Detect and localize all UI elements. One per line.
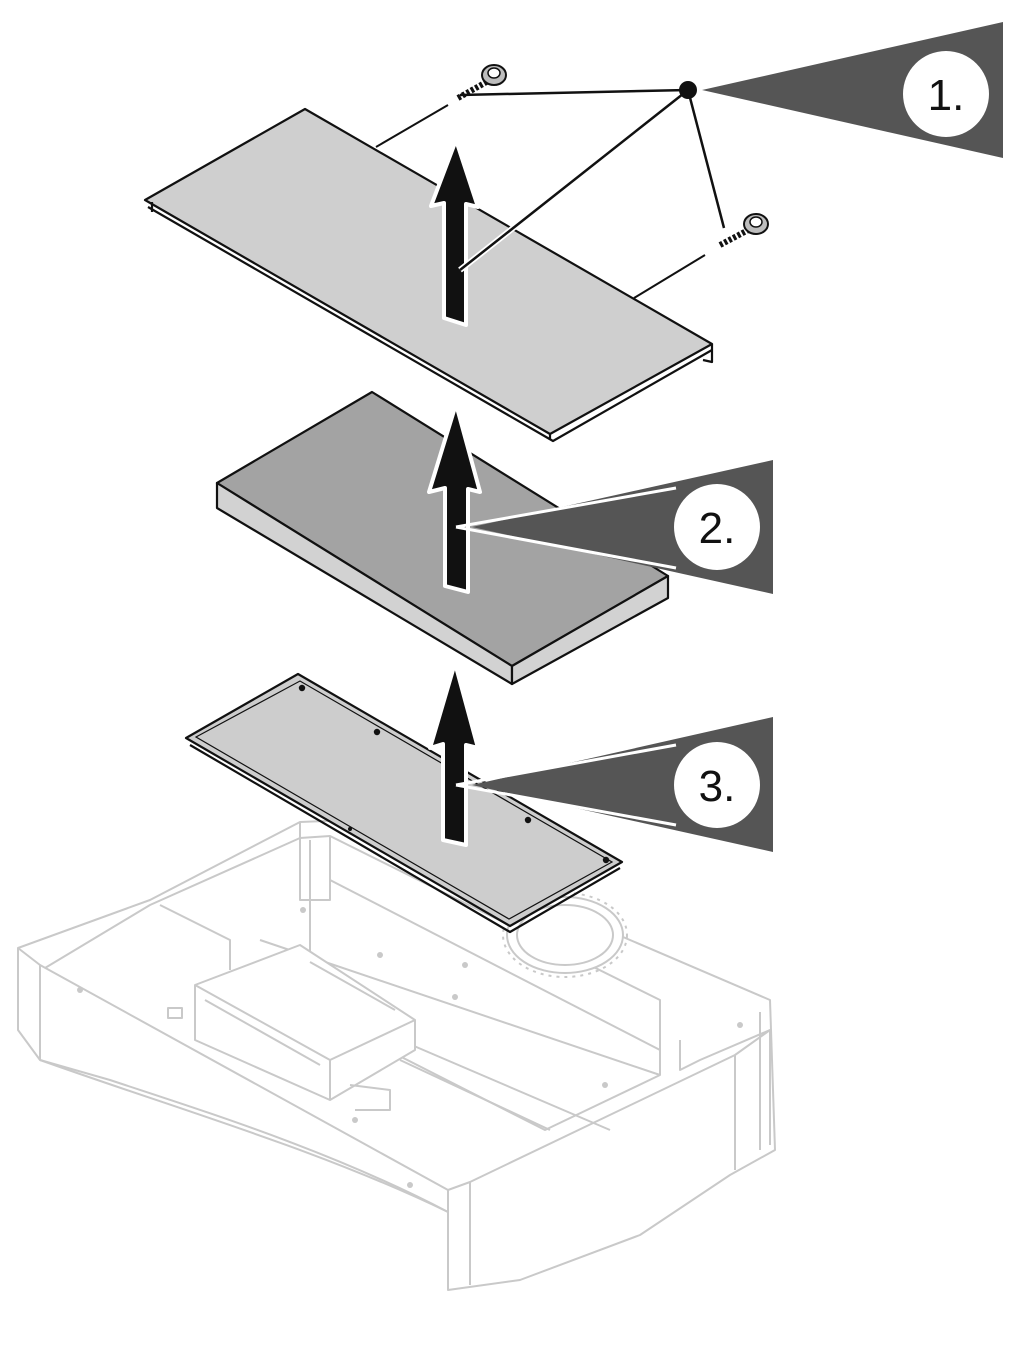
callout-step-3-label: 3. xyxy=(699,762,736,811)
callout-step-1: 1. xyxy=(458,22,1003,273)
callout-step-3: 3. xyxy=(455,717,773,852)
insulation-block-side-right xyxy=(510,574,670,686)
up-arrow-icon xyxy=(427,402,482,594)
screw-icon xyxy=(718,213,769,248)
base-unit xyxy=(17,819,776,1291)
control-box xyxy=(167,944,416,1111)
callout-step-2: 2. xyxy=(455,460,773,594)
base-top-rim xyxy=(17,947,771,1191)
top-cover-top xyxy=(143,107,714,436)
insulation-block xyxy=(215,390,670,686)
top-cover xyxy=(143,104,714,443)
inner-panel xyxy=(184,672,624,934)
inner-panel-top xyxy=(184,672,624,928)
up-arrow-icon xyxy=(429,138,480,327)
callout-step-1-label: 1. xyxy=(928,71,965,120)
callout-step-2-label: 2. xyxy=(699,504,736,553)
up-arrow-icon xyxy=(428,661,480,847)
